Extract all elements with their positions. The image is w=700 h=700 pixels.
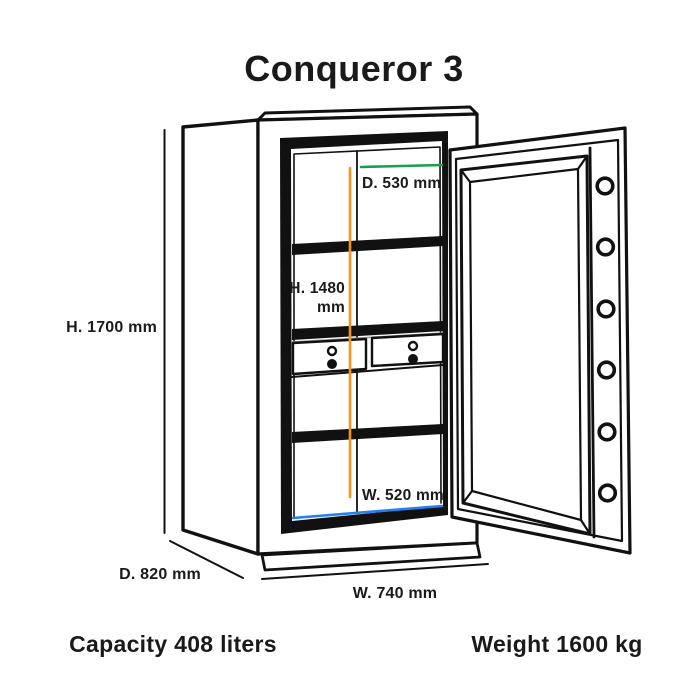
external-depth-label: D. 820 mm [119,566,201,583]
capacity-label: Capacity 408 liters [69,631,277,657]
right-drawer-keyhole-icon [407,340,419,352]
door-bolt-icon [597,483,618,503]
left-drawer-keyhole-icon [326,345,338,357]
external-width-label: W. 740 mm [353,585,438,602]
door-bolt-icon [596,360,617,380]
internal-height-label-line1: H. 1480 [289,280,345,297]
safe-interior [280,131,448,534]
right-drawer [370,332,445,368]
internal-height-label-line2: mm [317,299,345,316]
internal-width-line [291,504,444,520]
door-bolt-rail-line [588,146,596,539]
drawer-shelf-line [291,364,444,378]
internal-width-label: W. 520 mm [362,487,444,504]
weight-label: Weight 1600 kg [471,631,642,657]
left-drawer [291,337,368,376]
external-width-line [261,563,489,580]
internal-depth-label: D. 530 mm [362,175,441,192]
left-drawer-knob-icon [327,359,337,369]
door-bevel-line [461,489,474,505]
internal-depth-line [359,163,444,169]
right-drawer-knob-icon [408,354,418,364]
door-bevel-line [579,518,592,536]
shelf-upper [292,236,443,255]
door-inner-edge [454,138,624,543]
external-depth-line [169,540,244,579]
safe-door [448,126,632,555]
door-bevel-line [459,168,472,184]
door-bolt-icon [597,422,617,442]
labels: Conqueror 3 H. 1700 mm D. 820 mm W. 740 … [66,48,642,657]
dimension-lines [163,129,489,580]
safe-base [260,541,482,572]
door-bolt-icon [595,237,616,257]
shelf-lower [292,424,443,443]
shelf-middle [292,321,443,340]
door-panel-outer [459,154,592,536]
door-bolt-icon [595,176,615,196]
door-bevel-line [576,154,589,171]
door-bolt-icon [596,299,616,319]
safe-left-face [181,118,260,556]
external-height-label: H. 1700 mm [66,319,157,336]
page-title: Conqueror 3 [244,48,464,89]
